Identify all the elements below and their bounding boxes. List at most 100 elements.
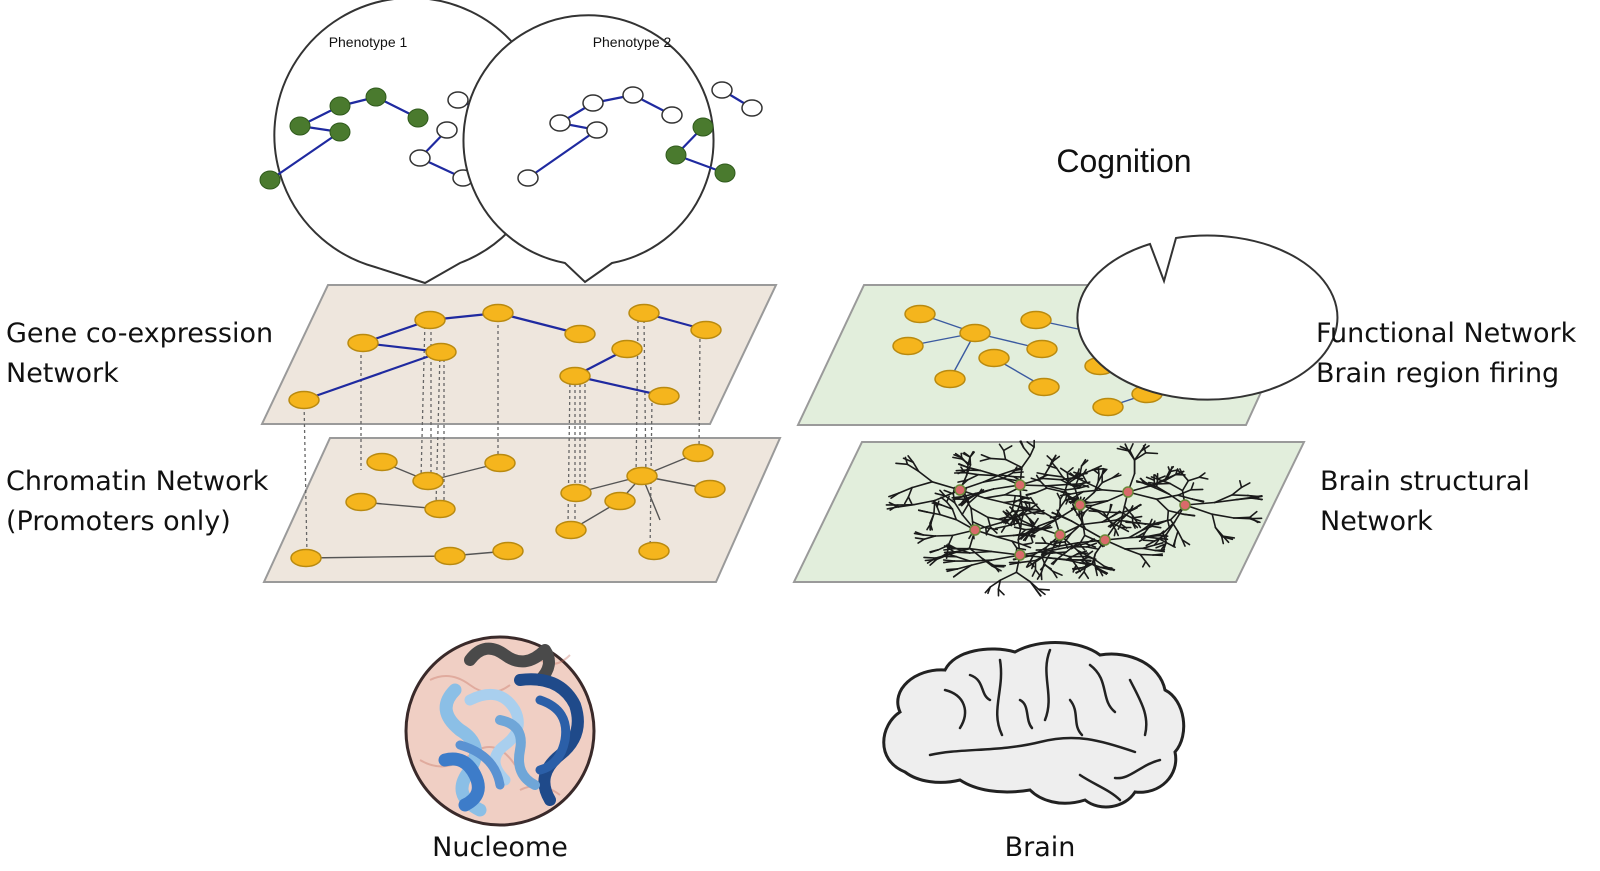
neurite — [923, 535, 937, 541]
neurite — [1015, 547, 1027, 551]
neurite — [907, 486, 913, 498]
neurite — [1101, 476, 1114, 484]
neurite — [1041, 536, 1047, 545]
neurite — [1047, 460, 1055, 470]
neurite — [1059, 515, 1073, 522]
neurite — [979, 457, 992, 462]
neurite — [1133, 450, 1142, 461]
neurite — [1124, 547, 1144, 550]
neurite — [1052, 570, 1063, 577]
neurite — [1069, 490, 1084, 495]
neurite — [1083, 570, 1090, 580]
gene-label-line2: Network — [6, 358, 119, 389]
neurite — [1140, 443, 1147, 452]
network-node — [560, 483, 592, 503]
network-node — [414, 310, 446, 330]
neurite — [1026, 441, 1035, 448]
neurite — [1091, 499, 1109, 507]
neurite — [1083, 534, 1098, 542]
neurite — [961, 456, 969, 466]
neurite — [1051, 511, 1061, 518]
neurite — [1002, 449, 1007, 461]
network-node — [638, 541, 670, 561]
network-node — [329, 122, 351, 142]
neurite — [1068, 555, 1077, 567]
neurite — [1065, 558, 1082, 561]
neurite — [1148, 483, 1159, 488]
neurite — [1048, 545, 1072, 552]
neurite — [1084, 538, 1095, 545]
neurite — [1025, 534, 1036, 537]
network-node — [345, 492, 377, 512]
network-node — [604, 491, 636, 511]
network-node — [611, 339, 643, 359]
neurite — [1214, 526, 1224, 538]
network-node — [492, 541, 524, 561]
neurite — [1041, 556, 1046, 566]
neurite — [1033, 502, 1042, 512]
neurite — [1068, 472, 1077, 479]
network-node — [934, 369, 966, 389]
brain-structural-plane — [792, 441, 1306, 583]
neurite — [1017, 530, 1031, 541]
neurite — [1080, 559, 1088, 566]
neurite — [1125, 520, 1138, 524]
neurite — [1139, 553, 1147, 563]
neurite — [895, 462, 909, 466]
neurite — [997, 588, 1005, 596]
neurite — [970, 559, 993, 566]
neurite — [969, 450, 975, 458]
network-node — [626, 466, 658, 486]
neurite — [1092, 563, 1101, 572]
neurite — [1093, 558, 1106, 568]
neurite — [1033, 517, 1039, 525]
neurite — [1231, 486, 1243, 496]
neurite — [1187, 476, 1201, 482]
neuron-soma — [1099, 534, 1111, 546]
neurite — [1121, 505, 1126, 518]
neurite — [1169, 518, 1179, 533]
neurite — [897, 503, 915, 508]
neurite — [1097, 473, 1104, 483]
neurite — [1157, 534, 1169, 538]
neurite — [1099, 566, 1113, 569]
chromatin-nodes — [290, 443, 726, 568]
neurite — [1114, 528, 1119, 537]
neurite — [1017, 528, 1022, 541]
neurite — [1009, 506, 1017, 514]
neurite — [1070, 520, 1087, 530]
neurite — [1101, 467, 1106, 476]
neurite — [1066, 466, 1074, 474]
neurite — [1155, 485, 1170, 495]
neurite — [1003, 501, 1019, 508]
neurite — [1063, 480, 1069, 493]
neurite — [1240, 482, 1251, 489]
neurite — [971, 520, 987, 529]
neurite — [1024, 500, 1036, 505]
neuron-soma — [1074, 499, 1086, 511]
neurite — [1041, 552, 1053, 555]
network-node — [425, 342, 457, 362]
neurite — [1046, 464, 1058, 470]
neurite — [1092, 468, 1100, 475]
neurite — [1220, 535, 1225, 545]
neurite — [1032, 556, 1043, 564]
neurite — [1233, 516, 1251, 519]
neurite — [942, 560, 956, 564]
network-node — [564, 324, 596, 344]
neurite — [897, 486, 913, 494]
neurite — [1022, 542, 1033, 546]
neurite — [1075, 476, 1088, 484]
neurite — [1080, 458, 1087, 467]
neurite — [1174, 530, 1179, 541]
neurite — [1012, 466, 1018, 474]
neurite — [888, 501, 900, 508]
neurite — [1115, 514, 1125, 521]
neurite — [1191, 498, 1204, 503]
phenotype-1-bubble: Phenotype 1 — [259, 0, 550, 285]
network-node — [366, 452, 398, 472]
neurite — [929, 548, 940, 554]
neurite — [903, 496, 910, 505]
neurite — [1041, 477, 1062, 481]
neurite — [1059, 498, 1067, 509]
